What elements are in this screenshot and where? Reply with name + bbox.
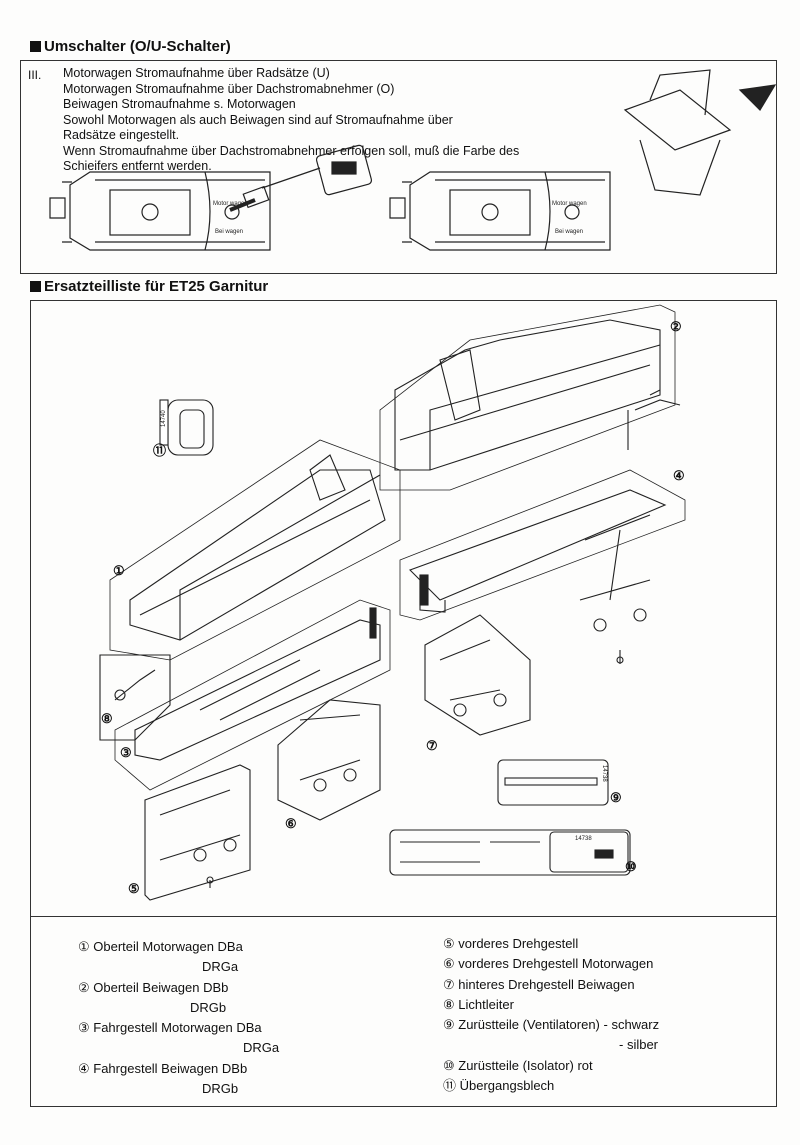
callout-2: ② — [670, 319, 682, 334]
legend-left: ① Oberteil Motorwagen DBa DRGa ② Obertei… — [78, 937, 279, 1099]
callout-1: ① — [113, 563, 125, 578]
callout-8: ⑧ — [101, 711, 113, 726]
bei-wagen-label: Bei wagen — [215, 229, 243, 235]
underside-left-diagram — [49, 144, 373, 251]
sprue-number-14738: 14738 — [601, 765, 607, 782]
switch-diagrams: Motor wagen Bei wagen Motor wagen Bei wa… — [49, 69, 777, 251]
callout-6: ⑥ — [285, 816, 297, 831]
legend-right: ⑤ vorderes Drehgestell ⑥ vorderes Drehge… — [443, 934, 659, 1096]
switch-instructions-text: Motorwagen Stromaufnahme über Radsätze (… — [63, 66, 519, 175]
part-10-sprue — [389, 829, 631, 876]
trailer-bogie-loose — [579, 514, 651, 664]
switch-instructions-box — [20, 60, 777, 274]
section-title: Umschalter (O/U-Schalter) — [44, 38, 231, 55]
legend-item: ① Oberteil Motorwagen DBa — [78, 939, 243, 954]
part-2-upper-trailer-body — [379, 304, 676, 491]
pantograph-loose — [627, 389, 681, 450]
part-1-upper-motor-body — [109, 439, 401, 661]
part-7-trailer-bogie — [424, 614, 531, 736]
motor-wagen-label: Motor wagen — [552, 201, 587, 207]
legend-item: ⑩ Zurüstteile (Isolator) rot — [443, 1057, 593, 1073]
motor-wagen-label: Motor wagen — [213, 201, 248, 207]
step-marker: III. — [28, 68, 42, 82]
part-11-sprue — [159, 399, 214, 456]
callout-3: ③ — [120, 745, 132, 760]
instruction-line: Motorwagen Stromaufnahme über Dachstroma… — [63, 81, 395, 96]
section-title: Ersatzteilliste für ET25 Garnitur — [44, 278, 269, 295]
legend-item: ⑥ vorderes Drehgestell Motorwagen — [443, 956, 654, 972]
part-8-light-guide — [99, 654, 171, 741]
callout-10: ⑩ — [625, 859, 637, 874]
sprue-number-14738: 14738 — [575, 836, 592, 842]
callout-9: ⑨ — [610, 790, 622, 805]
instruction-line: Beiwagen Stromaufnahme s. Motorwagen — [63, 97, 296, 111]
legend-item: ③ Fahrgestell Motorwagen DBa — [78, 1020, 262, 1036]
underside-right-diagram — [389, 171, 611, 251]
pantograph-diagram — [623, 69, 777, 196]
part-9-sprue — [497, 759, 609, 806]
instruction-line: Motorwagen Stromaufnahme über Radsätze (… — [63, 66, 330, 80]
legend-item: DRGb — [202, 1081, 239, 1097]
part-4-trailer-chassis — [399, 469, 686, 621]
square-bullet-icon — [30, 281, 41, 292]
legend-item: ⑤ vorderes Drehgestell — [443, 936, 579, 951]
bei-wagen-label: Bei wagen — [555, 229, 583, 235]
legend-item: DRGb — [190, 999, 227, 1015]
divider — [30, 916, 776, 917]
legend-item: ⑨ Zurüstteile (Ventilatoren) - schwarz — [443, 1017, 660, 1033]
callout-4: ④ — [673, 468, 685, 483]
legend-item: - silber — [619, 1037, 659, 1053]
instruction-line: Schieifers entfernt werden. — [63, 159, 212, 173]
callout-7: ⑦ — [426, 738, 438, 753]
instruction-line: Radsätze eingestellt. — [63, 128, 180, 142]
legend-item: ⑧ Lichtleiter — [443, 996, 514, 1012]
section-heading-parts: Ersatzteilliste für ET25 Garnitur — [30, 278, 268, 295]
legend-item: DRGa — [243, 1040, 280, 1056]
legend-item: ⑦ hinteres Drehgestell Beiwagen — [443, 976, 635, 992]
part-5-front-bogie — [144, 764, 251, 901]
sprue-number-14740: 14740 — [161, 410, 167, 427]
callout-5: ⑤ — [128, 881, 140, 896]
legend-item: ④ Fahrgestell Beiwagen DBb — [78, 1060, 248, 1076]
section-heading-switch: Umschalter (O/U-Schalter) — [30, 38, 231, 55]
legend-item: ⑪ Übergangsblech — [443, 1078, 555, 1094]
part-3-motor-chassis — [114, 599, 391, 791]
exploded-parts-drawing: 14740 14738 14738 ① ② ③ ④ ⑤ ⑥ ⑦ ⑧ ⑨ ⑩ ⑪ — [99, 304, 686, 901]
part-6-motor-bogie — [277, 699, 381, 821]
instruction-line: Sowohl Motorwagen als auch Beiwagen sind… — [63, 112, 453, 127]
instruction-line: Wenn Stromaufnahme über Dachstromabnehme… — [63, 143, 520, 158]
callout-11: ⑪ — [153, 443, 166, 458]
legend-item: ② Oberteil Beiwagen DBb — [78, 979, 229, 995]
square-bullet-icon — [30, 41, 41, 52]
parts-list-box — [30, 300, 777, 1107]
legend-item: DRGa — [202, 959, 239, 975]
